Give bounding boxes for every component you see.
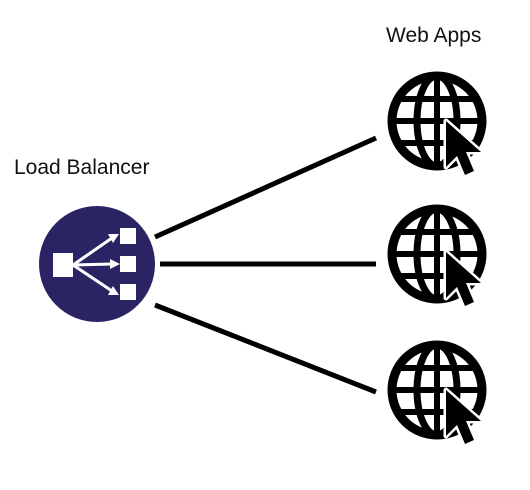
web-app-2-globe-cursor-icon [392,209,482,306]
edge-line-1 [153,135,378,240]
web-app-1-globe-cursor-icon [392,76,482,175]
load-balancer-label: Load Balancer [14,156,150,179]
web-apps-label: Web Apps [386,24,482,47]
edge-line-3 [154,302,377,395]
web-app-3-globe-cursor-icon [392,345,482,444]
load-balancer-icon [39,206,155,322]
